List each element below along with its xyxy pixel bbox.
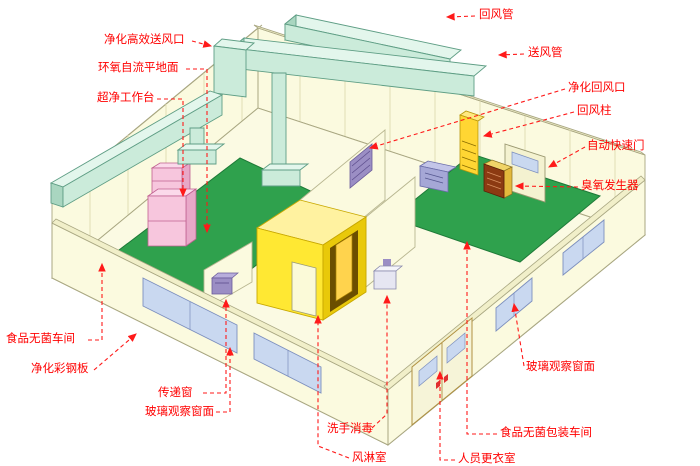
label-glass-observation-window-front: 玻璃观察窗面 [145, 404, 214, 418]
label-supply-air-duct: 送风管 [528, 45, 563, 59]
leader-epoxy-floor [186, 68, 211, 234]
leader-packaging-workshop [463, 240, 497, 435]
left-branch-duct [49, 90, 224, 208]
observation-window [562, 219, 605, 276]
leader-air-shower [314, 314, 350, 459]
label-sterile-packaging-workshop: 食品无菌包装车间 [500, 425, 592, 439]
process-equipment-box [418, 160, 458, 193]
leader-glass-window-front [216, 346, 234, 413]
air-duct-system [49, 14, 488, 208]
label-personnel-changing-room: 人员更衣室 [458, 451, 516, 465]
ozone-generator-shape [483, 159, 513, 199]
hand-wash-basin [372, 259, 404, 290]
duct-riser-elbow [212, 38, 256, 98]
label-hand-wash-disinfection: 洗手消毒 [327, 421, 373, 435]
label-return-air-column: 回风柱 [577, 103, 612, 117]
label-transfer-window: 传递窗 [158, 385, 193, 399]
label-hepa-supply-outlet: 净化高效送风口 [104, 32, 185, 46]
leader-ozone-generator [514, 182, 579, 190]
supply-duct [230, 37, 488, 97]
leader-changing-room [436, 370, 455, 461]
leader-lines [88, 12, 586, 461]
air-shower-room-shape [255, 199, 368, 321]
leader-steel-panel [93, 333, 137, 371]
clean-bench-shape [146, 162, 198, 247]
label-sterile-workshop: 食品无菌车间 [6, 331, 75, 345]
label-return-air-duct: 回风管 [479, 7, 514, 21]
front-left-wall [51, 218, 393, 446]
label-epoxy-self-leveling-floor: 环氧自流平地面 [98, 60, 179, 74]
leader-hand-wash [371, 294, 391, 429]
leader-sterile-workshop [88, 262, 106, 341]
hepa-diffuser [261, 169, 301, 187]
label-air-shower-room: 风淋室 [352, 450, 387, 464]
duct-drop-b [260, 72, 310, 187]
leader-hepa-supply-outlet [191, 40, 213, 48]
leader-transfer-window [203, 298, 230, 394]
label-purified-return-outlet: 净化回风口 [568, 80, 626, 94]
label-ozone-generator: 臭氧发生器 [581, 178, 639, 192]
label-automatic-quick-door: 自动快速门 [587, 138, 645, 152]
label-purification-steel-panel: 净化彩钢板 [31, 361, 89, 375]
leader-clean-bench [157, 98, 187, 198]
label-glass-observation-window-right: 玻璃观察窗面 [526, 359, 595, 373]
leader-glass-window-right [511, 302, 525, 367]
air-shower-inner-door [335, 234, 353, 302]
hepa-diffuser [177, 149, 217, 165]
leader-return-air-duct [445, 12, 476, 21]
transfer-window-box [211, 277, 233, 295]
door-handle [444, 374, 448, 383]
air-shower-entry-door [291, 261, 317, 317]
leader-purified-return-outlet [368, 88, 566, 150]
label-clean-bench: 超净工作台 [97, 90, 155, 104]
leader-supply-air-duct [497, 50, 525, 59]
observation-window [253, 332, 322, 394]
door-handle [436, 380, 440, 389]
return-air-column-shape [459, 110, 485, 176]
leader-return-air-column [482, 111, 575, 138]
